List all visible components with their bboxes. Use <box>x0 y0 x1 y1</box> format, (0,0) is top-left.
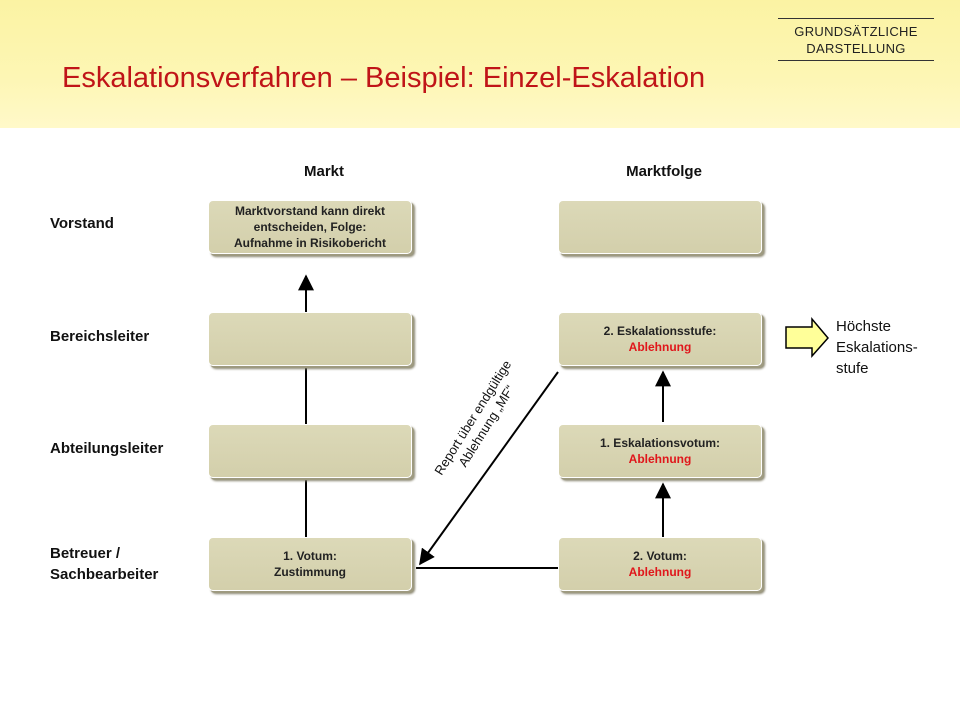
column-header-marktfolge: Marktfolge <box>626 163 702 180</box>
box-marktfolge-bereichsleiter: 2. Eskalationsstufe: Ablehnung <box>558 312 762 366</box>
page-title: Eskalationsverfahren – Beispiel: Einzel-… <box>62 62 706 94</box>
box-mf-abteilung-line-2: Ablehnung <box>628 452 692 466</box>
box-markt-abteilungsleiter <box>208 424 412 478</box>
highest-line-1: Höchste <box>836 318 892 335</box>
box-markt-vorstand-line-1: Marktvorstand kann direkt <box>234 204 386 218</box>
badge-line-1: GRUNDSÄTZLICHE <box>794 24 918 39</box>
box-mf-betreuer-line-2: Ablehnung <box>628 565 692 579</box>
box-markt-betreuer-line-2: Zustimmung <box>274 565 346 579</box>
highest-level-label: Höchste Eskalations- stufe <box>836 316 918 379</box>
box-marktfolge-vorstand <box>558 200 762 254</box>
box-mf-abteilung-line-1: 1. Eskalationsvotum: <box>599 436 721 450</box>
row-label-bereichsleiter: Bereichsleiter <box>50 328 150 345</box>
highest-line-3: stufe <box>836 360 869 377</box>
row-label-betreuer: Betreuer / Sachbearbeiter <box>50 543 158 585</box>
box-markt-vorstand-line-2: entscheiden, Folge: <box>253 220 367 234</box>
arrow-report-diagonal <box>419 371 559 566</box>
box-marktfolge-abteilungsleiter: 1. Eskalationsvotum: Ablehnung <box>558 424 762 478</box>
box-mf-bereich-line-1: 2. Eskalationsstufe: <box>603 324 717 338</box>
box-markt-betreuer-line-1: 1. Votum: <box>283 549 337 563</box>
row-label-vorstand: Vorstand <box>50 215 114 232</box>
box-markt-vorstand: Marktvorstand kann direkt entscheiden, F… <box>208 200 412 254</box>
header-band <box>0 0 960 128</box>
box-markt-betreuer: 1. Votum: Zustimmung <box>208 537 412 591</box>
column-header-markt: Markt <box>303 163 344 180</box>
highest-line-2: Eskalations- <box>836 339 918 356</box>
row-label-abteilungsleiter: Abteilungsleiter <box>50 440 164 457</box>
box-marktfolge-betreuer: 2. Votum: Ablehnung <box>558 537 762 591</box>
box-mf-betreuer-line-1: 2. Votum: <box>633 549 687 563</box>
row-label-betreuer-line-2: Sachbearbeiter <box>50 566 159 583</box>
status-badge: GRUNDSÄTZLICHE DARSTELLUNG <box>778 18 934 61</box>
highest-level-arrow-icon <box>785 316 829 358</box>
row-label-betreuer-line-1: Betreuer / <box>50 545 121 562</box>
box-markt-bereichsleiter <box>208 312 412 366</box>
badge-line-2: DARSTELLUNG <box>806 41 906 56</box>
box-markt-vorstand-line-3: Aufnahme in Risikobericht <box>233 236 387 250</box>
box-mf-bereich-line-2: Ablehnung <box>628 340 692 354</box>
